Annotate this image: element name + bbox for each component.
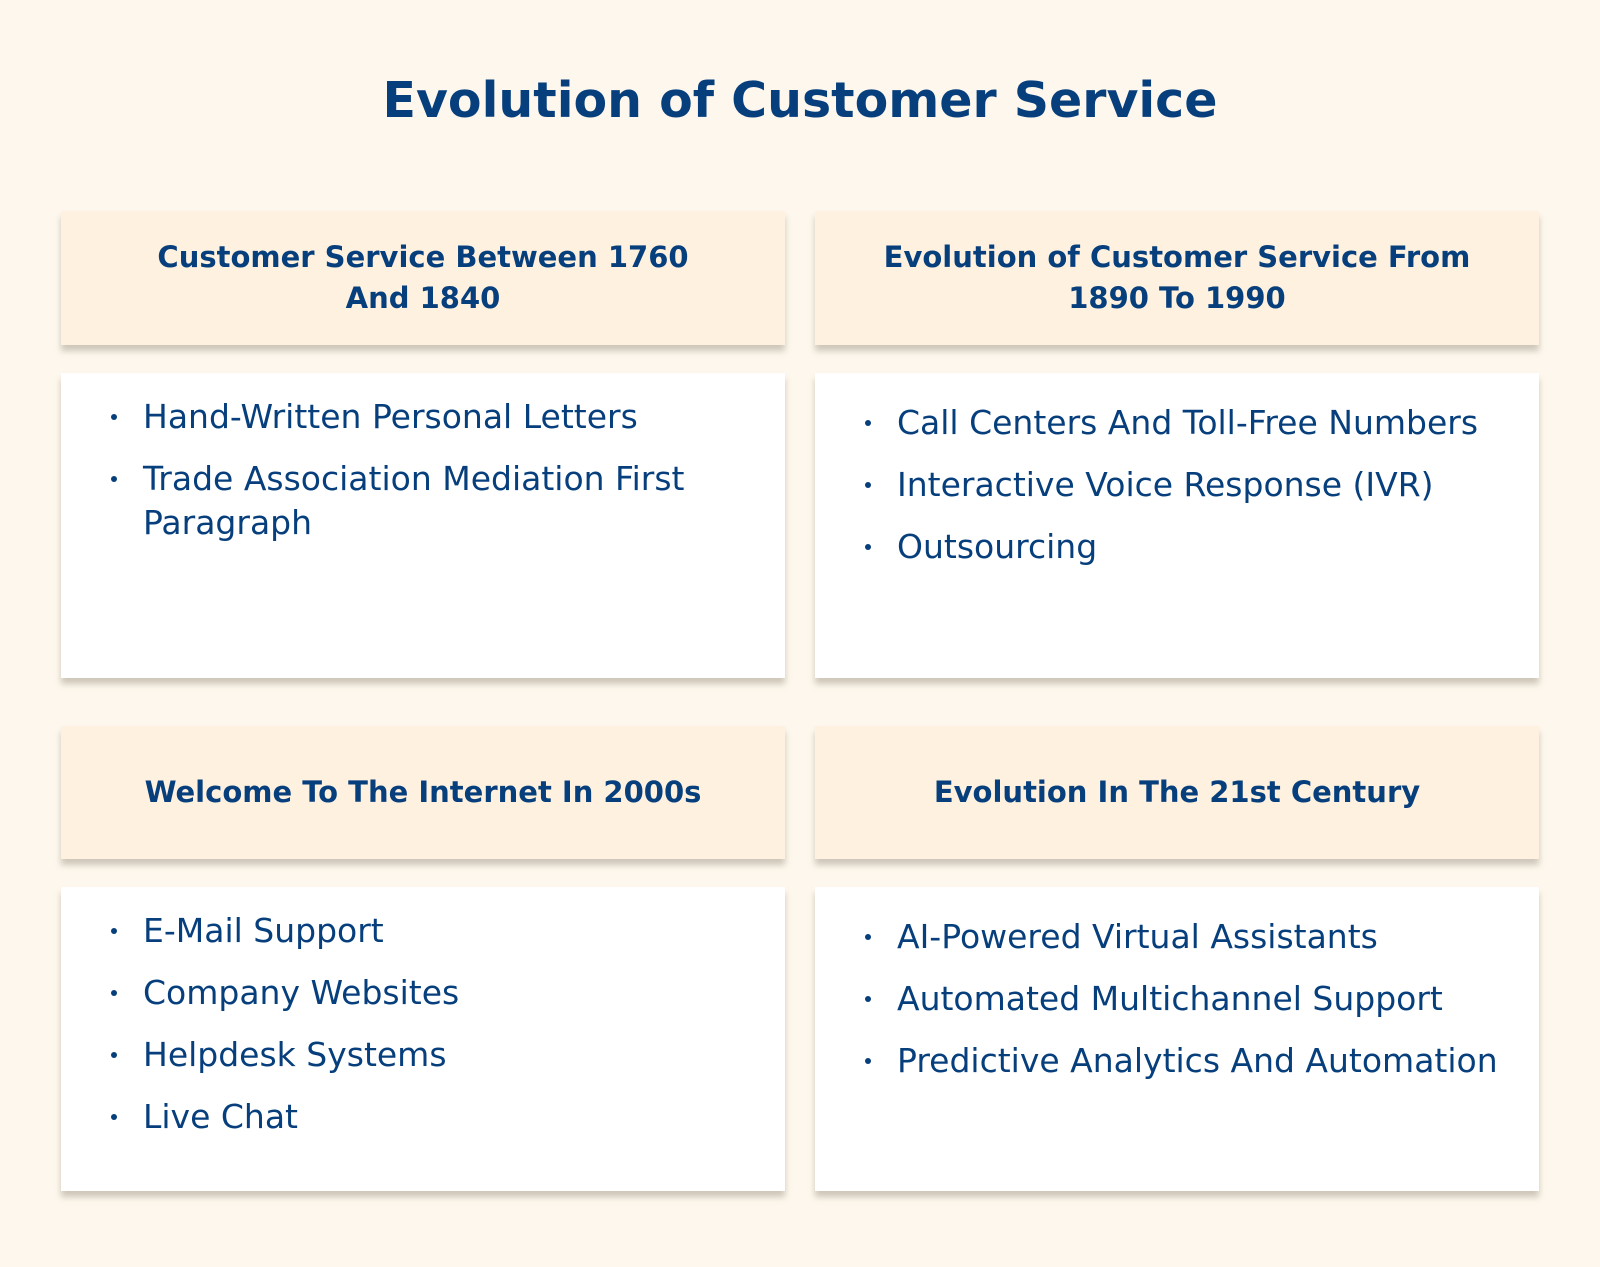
list-item: Predictive Analytics And Automation [841, 1039, 1499, 1083]
section-1-heading: Customer Service Between 1760 And 1840 [157, 240, 689, 315]
bullet-icon [111, 990, 117, 996]
section-3-heading: Welcome To The Internet In 2000s [144, 775, 702, 809]
list-item: AI-Powered Virtual Assistants [841, 915, 1499, 959]
section-2-list: Call Centers And Toll-Free Numbers Inter… [841, 401, 1499, 569]
section-2-body: Call Centers And Toll-Free Numbers Inter… [815, 373, 1539, 678]
list-item: E-Mail Support [87, 909, 745, 953]
bullet-icon [865, 934, 871, 940]
list-item: Outsourcing [841, 525, 1499, 569]
bullet-icon [865, 544, 871, 550]
list-item: Trade Association Mediation First Paragr… [87, 457, 745, 545]
bullet-icon [111, 1114, 117, 1120]
section-3-header: Welcome To The Internet In 2000s [61, 726, 785, 859]
section-4-list: AI-Powered Virtual Assistants Automated … [841, 915, 1499, 1083]
bullet-icon [111, 476, 117, 482]
list-item: Hand-Written Personal Letters [87, 395, 745, 439]
section-1-header: Customer Service Between 1760 And 1840 [61, 211, 785, 345]
section-4-body: AI-Powered Virtual Assistants Automated … [815, 887, 1539, 1191]
section-3-body: E-Mail Support Company Websites Helpdesk… [61, 887, 785, 1191]
list-item: Helpdesk Systems [87, 1033, 745, 1077]
list-item: Live Chat [87, 1095, 745, 1139]
section-1-list: Hand-Written Personal Letters Trade Asso… [87, 395, 745, 545]
bullet-icon [865, 420, 871, 426]
bullet-icon [865, 1058, 871, 1064]
list-item: Automated Multichannel Support [841, 977, 1499, 1021]
section-3-list: E-Mail Support Company Websites Helpdesk… [87, 909, 745, 1139]
list-item: Call Centers And Toll-Free Numbers [841, 401, 1499, 445]
section-4-heading: Evolution In The 21st Century [933, 775, 1421, 809]
bullet-icon [111, 414, 117, 420]
bullet-icon [111, 928, 117, 934]
list-item: Interactive Voice Response (IVR) [841, 463, 1499, 507]
list-item: Company Websites [87, 971, 745, 1015]
bullet-icon [865, 996, 871, 1002]
section-1-body: Hand-Written Personal Letters Trade Asso… [61, 373, 785, 678]
page-title: Evolution of Customer Service [382, 72, 1218, 129]
section-4-header: Evolution In The 21st Century [815, 726, 1539, 859]
bullet-icon [865, 482, 871, 488]
bullet-icon [111, 1052, 117, 1058]
section-2-header: Evolution of Customer Service From 1890 … [815, 211, 1539, 345]
section-2-heading: Evolution of Customer Service From 1890 … [883, 240, 1471, 315]
